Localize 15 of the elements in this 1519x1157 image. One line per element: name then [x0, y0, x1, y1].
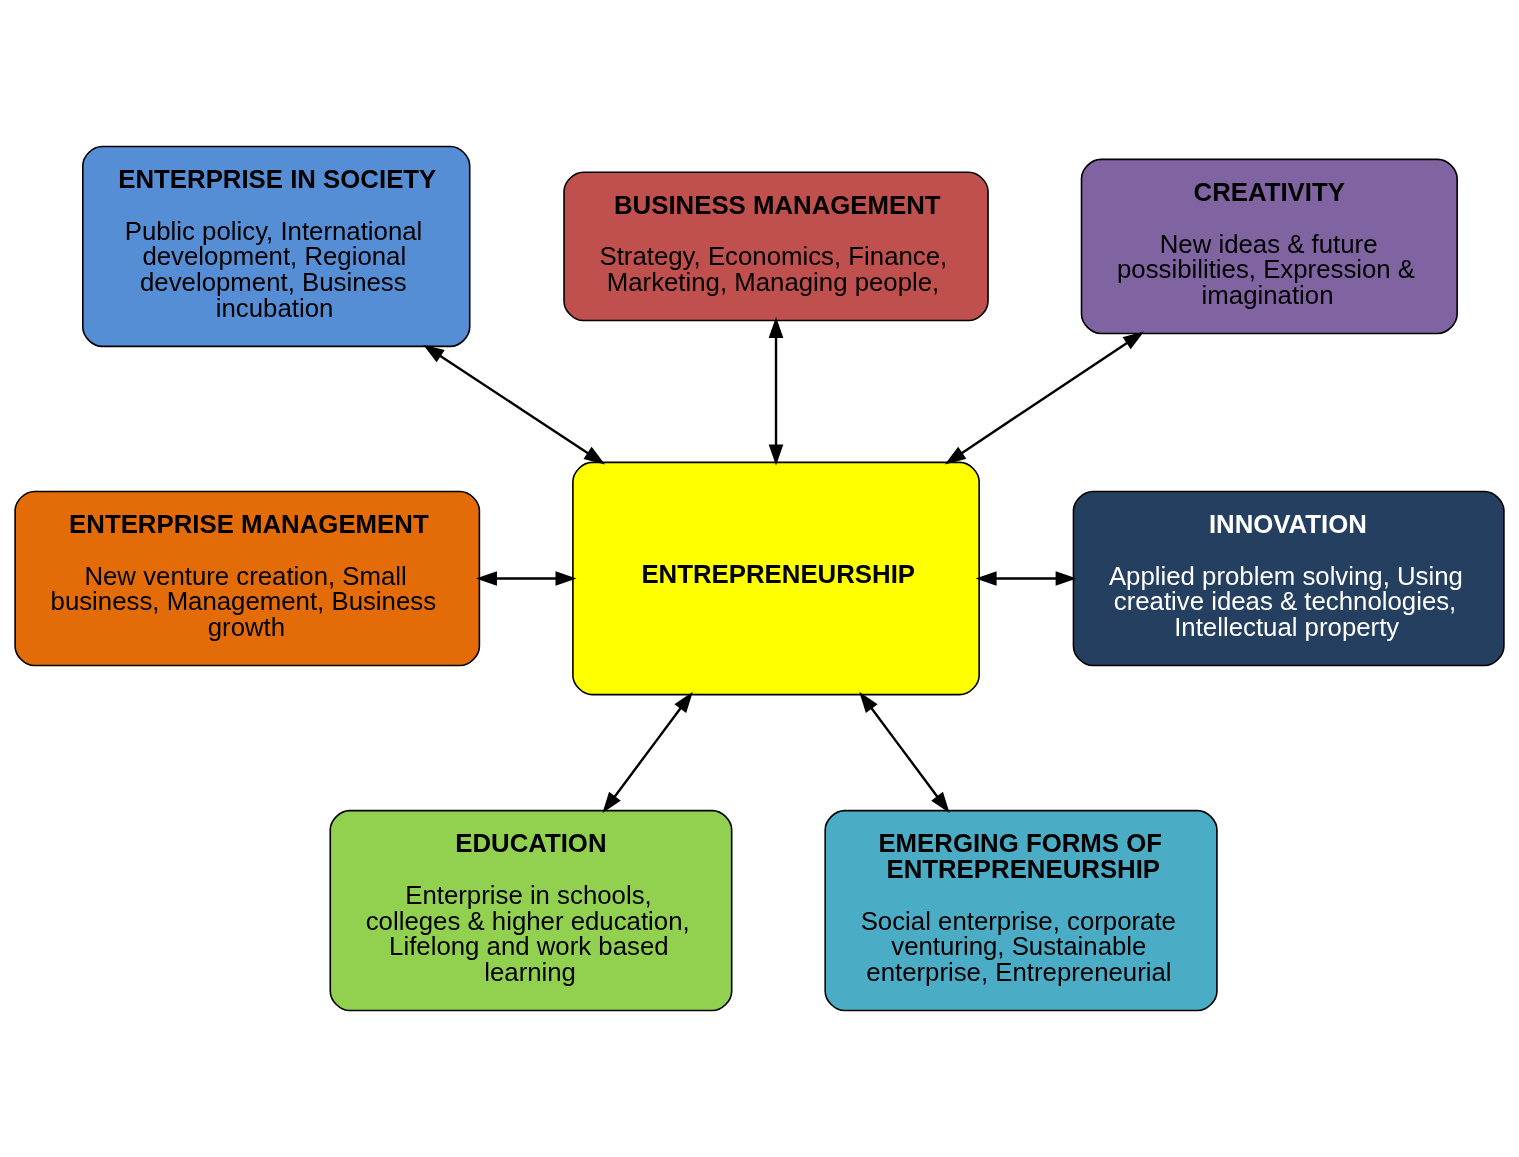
arrow: [602, 691, 693, 814]
node-box: ENTERPRISE IN SOCIETY Public policy, International development, Regional development, Business incubation: [82, 145, 471, 348]
node-box: INNOVATION Applied problem solving, Using creative ideas & technologies, Intellectual property: [1072, 490, 1505, 667]
arrow: [859, 691, 950, 814]
arrow: [475, 571, 577, 586]
arrow: [423, 344, 606, 465]
node-box: ENTREPRENEURSHIP: [572, 461, 980, 696]
node-box: CREATIVITY New ideas & future possibilities, Expression & imagination: [1080, 158, 1458, 335]
node-box: EDUCATION Enterprise in schools, colleges & higher education, Lifelong and work based learning: [329, 809, 733, 1012]
arrow: [975, 571, 1077, 586]
node-box: EMERGING FORMS OF ENTREPRENEURSHIP Social enterprise, corporate venturing, Sustainable enterprise, Entrepreneurial: [824, 809, 1218, 1012]
node-box: BUSINESS MANAGEMENT Strategy, Economics, Finance, Marketing, Managing people,: [563, 171, 989, 322]
arrow: [768, 316, 784, 466]
arrow: [944, 331, 1145, 465]
node-box: ENTERPRISE MANAGEMENT New venture creation, Small business, Management, Business growth: [14, 490, 481, 667]
